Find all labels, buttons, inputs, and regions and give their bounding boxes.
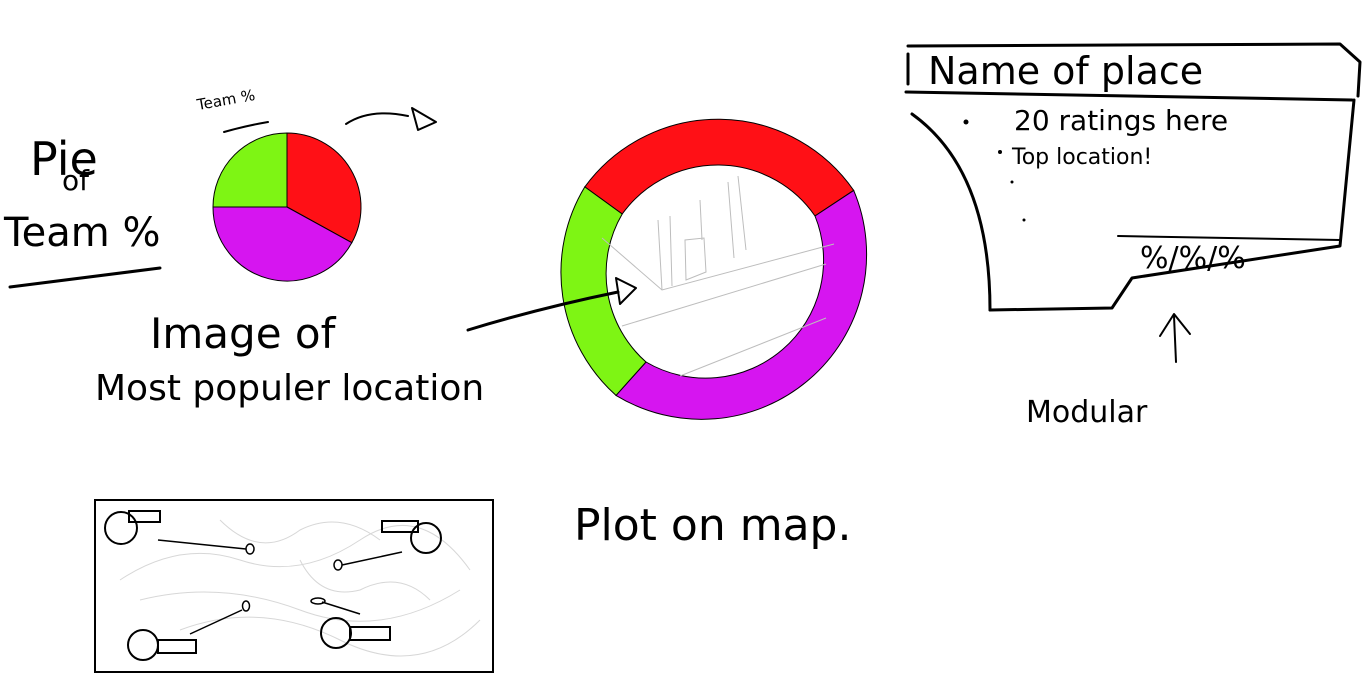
- ring-label-line1: Image of: [150, 309, 337, 358]
- map-caption: Plot on map.: [574, 500, 851, 551]
- place-card-pct-line: [1117, 235, 1341, 241]
- map-pin-top-left: [104, 510, 255, 555]
- pie-title-line2: of: [62, 164, 90, 197]
- team-pie-small-underline: [223, 121, 269, 133]
- pie-slice-green: [212, 132, 288, 208]
- place-card-curve: [910, 112, 992, 312]
- team-pie-chart: [212, 132, 362, 282]
- pie-arrow-curve: [345, 112, 409, 125]
- place-card-bullet-2: [998, 150, 1002, 154]
- place-card-bullet-1: [963, 119, 969, 125]
- place-card-bullet-3: [1010, 180, 1014, 184]
- team-pie-label: Team %: [195, 86, 437, 133]
- ring-label-line2: Most populer location: [95, 368, 484, 409]
- place-card-bullet-4: [1022, 218, 1026, 222]
- pie-slice-red: [286, 132, 362, 244]
- ring-pointer-head: [615, 277, 637, 305]
- ring-segment-purple: [615, 189, 868, 420]
- pie-title-line1: Pie: [30, 132, 98, 186]
- location-image-sketch: [601, 175, 835, 377]
- place-card-header-line: [904, 90, 1354, 102]
- place-card-bullet-2-text: Top location!: [1011, 145, 1152, 170]
- pie-title-line3: Team %: [3, 210, 160, 256]
- ring-segment-red: [584, 118, 855, 217]
- place-card-bottom: [988, 98, 1356, 312]
- place-card-title: Name of place: [928, 49, 1203, 93]
- pie-title: Pie of Team %: [3, 132, 162, 289]
- place-card-bullet-1-text: 20 ratings here: [1014, 104, 1228, 137]
- pie-slice-purple: [212, 206, 353, 282]
- map-pin-top-right: [333, 520, 442, 571]
- location-ring: [560, 118, 868, 420]
- pie-title-underline: [8, 266, 162, 289]
- map-panel: [94, 499, 494, 673]
- place-card-percentages: %/%/%: [1140, 241, 1246, 276]
- ring-segment-green: [560, 186, 647, 397]
- ring-label: Image of Most populer location: [95, 277, 637, 409]
- place-card: Name of place 20 ratings here Top locati…: [904, 42, 1362, 430]
- map-border: [94, 499, 494, 673]
- modular-arrow: [1159, 313, 1191, 363]
- ring-pointer-line: [466, 290, 620, 332]
- modular-label: Modular: [1026, 395, 1148, 430]
- map-pin-bottom-left: [127, 600, 251, 661]
- team-pie-small-label: Team %: [195, 86, 257, 114]
- map-pin-bottom-right: [310, 597, 391, 649]
- place-card-top-border: [906, 42, 1362, 98]
- pie-arrow-head: [411, 107, 437, 131]
